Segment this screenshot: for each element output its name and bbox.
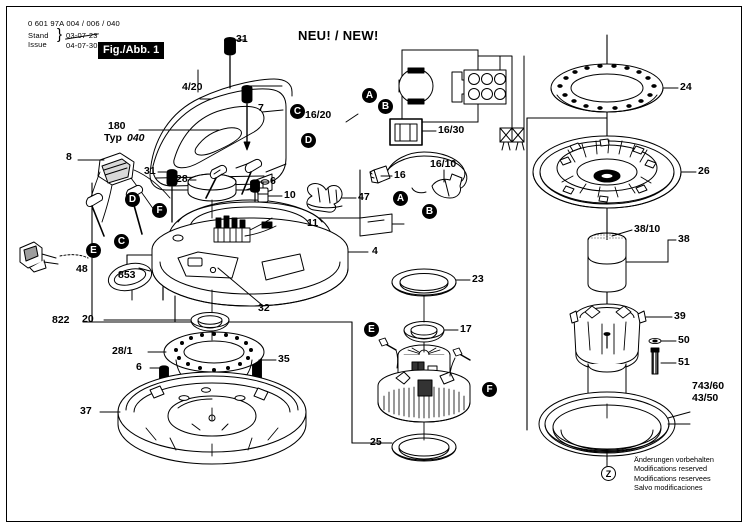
- modifications-marker: Z: [601, 466, 616, 481]
- notice-line-en: Modifications reserved: [634, 464, 708, 474]
- callout-31-mid: 31: [144, 165, 156, 177]
- issue-label: Issue: [28, 40, 47, 49]
- part-number: 0 601 97A 004 / 006 / 040: [28, 19, 120, 28]
- callout-38-10: 38/10: [634, 223, 661, 235]
- callout-typ-value: 040: [127, 132, 145, 144]
- letter-callout-f-motor: F: [482, 382, 497, 397]
- callout-16: 16: [394, 169, 406, 181]
- callout-6-top: 6: [270, 175, 276, 187]
- callout-35: 35: [278, 353, 290, 365]
- callout-10: 10: [284, 189, 296, 201]
- callout-43-50: 43/50: [692, 392, 719, 404]
- superseded-date-text: 03-07-23: [66, 31, 98, 40]
- letter-callout-d-top: D: [301, 133, 316, 148]
- notice-line-de: Änderungen vorbehalten: [634, 455, 714, 464]
- callout-47: 47: [358, 191, 370, 203]
- callout-6-bottom: 6: [136, 361, 142, 373]
- new-banner: NEU! / NEW!: [298, 28, 379, 43]
- callout-31-top: 31: [236, 33, 248, 45]
- callout-8: 8: [66, 151, 72, 163]
- letter-callout-e-left: E: [86, 243, 101, 258]
- letter-callout-b-cord: B: [422, 204, 437, 219]
- callout-16-20: 16/20: [305, 109, 332, 121]
- header-brace: }: [57, 26, 63, 43]
- letter-callout-c-left: C: [290, 104, 305, 119]
- letter-callout-a-cord: A: [393, 191, 408, 206]
- letter-callout-c-mid: C: [114, 234, 129, 249]
- callout-25: 25: [370, 436, 382, 448]
- superseded-date: 03-07-23: [66, 31, 98, 40]
- callout-180: 180: [108, 120, 126, 132]
- callout-28-1: 28/1: [112, 345, 133, 357]
- callout-743-60: 743/60: [692, 380, 725, 392]
- callout-48: 48: [76, 263, 88, 275]
- callout-822: 822: [52, 314, 70, 326]
- callout-11: 11: [307, 217, 319, 229]
- callout-28: 28: [176, 173, 188, 185]
- callout-853: 853: [118, 269, 136, 281]
- notice-line-fr: Modifications reservees: [634, 473, 711, 483]
- callout-50: 50: [678, 334, 690, 346]
- callout-7: 7: [258, 102, 264, 114]
- callout-38: 38: [678, 233, 690, 245]
- notice-line-es: Salvo modificaciones: [634, 482, 703, 492]
- stand-label: Stand: [28, 31, 49, 40]
- letter-callout-b-top: B: [378, 99, 393, 114]
- callout-37: 37: [80, 405, 92, 417]
- issue-date: 04-07-30: [66, 41, 98, 50]
- callout-typ-label: Typ: [104, 132, 122, 144]
- callout-4: 4: [372, 245, 378, 257]
- callout-16-10: 16/10: [430, 158, 457, 170]
- modifications-notice: Änderungen vorbehalten Modifications res…: [634, 455, 714, 492]
- callout-17: 17: [460, 323, 472, 335]
- figure-badge: Fig./Abb. 1: [98, 42, 165, 59]
- callout-24: 24: [680, 81, 692, 93]
- callout-39: 39: [674, 310, 686, 322]
- callout-20: 20: [82, 313, 94, 325]
- letter-callout-d-left: D: [125, 192, 140, 207]
- callout-4-20: 4/20: [182, 81, 203, 93]
- callout-16-30: 16/30: [438, 124, 465, 136]
- callout-51: 51: [678, 356, 690, 368]
- callout-32: 32: [258, 302, 270, 314]
- callout-26: 26: [698, 165, 710, 177]
- callout-23: 23: [472, 273, 484, 285]
- letter-callout-f-left: F: [152, 203, 167, 218]
- letter-callout-e-motor: E: [364, 322, 379, 337]
- page-border: [6, 6, 742, 522]
- letter-callout-a-top: A: [362, 88, 377, 103]
